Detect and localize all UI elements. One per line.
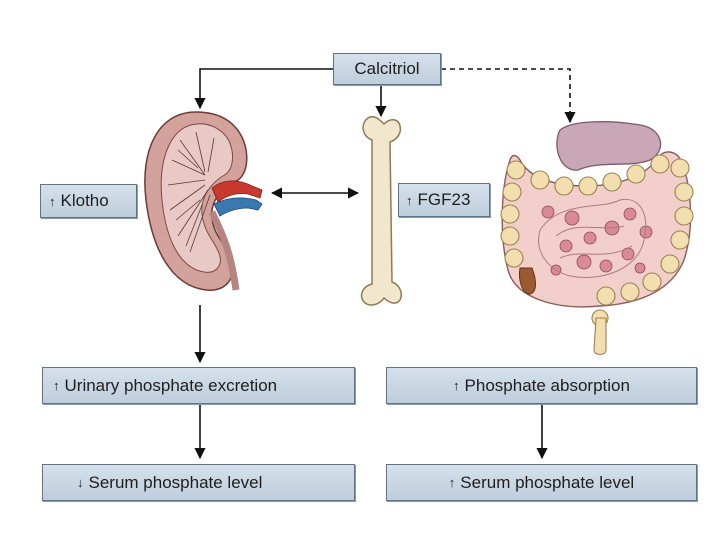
kidney-illustration [144,111,263,291]
fgf23-box: ↑ FGF23 [398,183,490,217]
klotho-label: Klotho [60,191,109,210]
calcitriol-label: Calcitriol [354,59,420,78]
phosphate-absorption-box: ↑ Phosphate absorption [386,367,697,404]
fgf23-label: FGF23 [417,190,471,209]
bone-illustration [360,115,403,306]
up-arrow-icon: ↑ [453,378,460,393]
up-arrow-icon: ↑ [53,378,60,393]
serum-level-right-box: ↑ Serum phosphate level [386,464,697,501]
connector-arrows [194,68,576,460]
calcitriol-box: Calcitriol [333,53,441,85]
serum-level-left-box: ↓ Serum phosphate level [42,464,355,501]
phosphate-absorption-label: Phosphate absorption [464,375,630,395]
up-arrow-icon: ↑ [406,192,413,208]
serum-level-left-label: Serum phosphate level [88,472,263,492]
intestine-illustration [500,121,694,356]
up-arrow-icon: ↑ [49,193,56,209]
down-arrow-icon: ↓ [77,475,84,490]
arrow-calcitriol-to-kidney [194,68,333,110]
urinary-excretion-box: ↑ Urinary phosphate excretion [42,367,355,404]
up-arrow-icon: ↑ [448,475,456,490]
urinary-excretion-label: Urinary phosphate excretion [64,375,278,395]
arrow-calcitriol-to-intestine-dashed [441,68,576,124]
serum-level-right-label: Serum phosphate level [460,472,635,492]
klotho-box: ↑ Klotho [40,184,137,218]
